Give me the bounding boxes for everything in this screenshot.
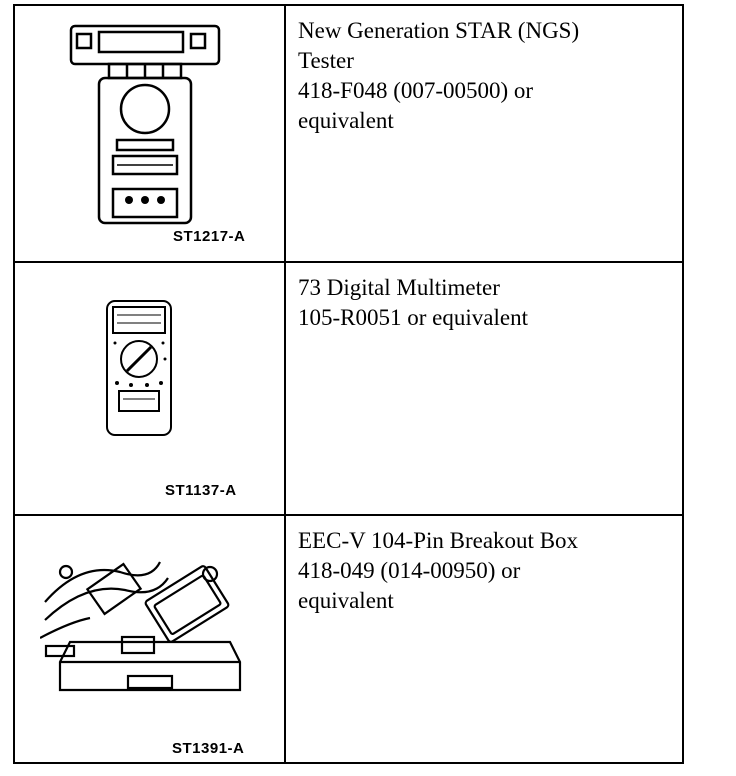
- description-line: Tester: [298, 48, 354, 73]
- description-line: equivalent: [298, 108, 394, 133]
- tool-table: ST1217-A New Generation STAR (NGS) Teste…: [13, 4, 684, 764]
- tool-image-cell: ST1391-A: [15, 516, 286, 764]
- tool-row: ST1391-A EEC-V 104-Pin Breakout Box 418-…: [15, 514, 682, 764]
- tool-image-cell: ST1137-A: [15, 263, 286, 514]
- description-line: 73 Digital Multimeter: [298, 275, 500, 300]
- description-line: 105-R0051 or equivalent: [298, 305, 528, 330]
- multimeter-icon: [106, 300, 172, 436]
- figure-code: ST1217-A: [173, 228, 246, 245]
- figure-code: ST1391-A: [172, 740, 245, 757]
- tool-description: New Generation STAR (NGS) Tester 418-F04…: [286, 6, 682, 261]
- tool-description: 73 Digital Multimeter 105-R0051 or equiv…: [286, 263, 682, 514]
- description-line: New Generation STAR (NGS): [298, 18, 580, 43]
- tool-image-cell: ST1217-A: [15, 6, 286, 261]
- figure-code: ST1137-A: [165, 482, 237, 499]
- description-line: equivalent: [298, 588, 394, 613]
- ngs-tester-icon: [69, 24, 221, 225]
- tool-row: ST1137-A 73 Digital Multimeter 105-R0051…: [15, 261, 682, 514]
- tool-row: ST1217-A New Generation STAR (NGS) Teste…: [15, 6, 682, 261]
- description-line: 418-049 (014-00950) or: [298, 558, 521, 583]
- description-line: 418-F048 (007-00500) or: [298, 78, 534, 103]
- description-line: EEC-V 104-Pin Breakout Box: [298, 528, 579, 553]
- breakout-box-icon: [40, 561, 242, 692]
- tool-description: EEC-V 104-Pin Breakout Box 418-049 (014-…: [286, 516, 682, 764]
